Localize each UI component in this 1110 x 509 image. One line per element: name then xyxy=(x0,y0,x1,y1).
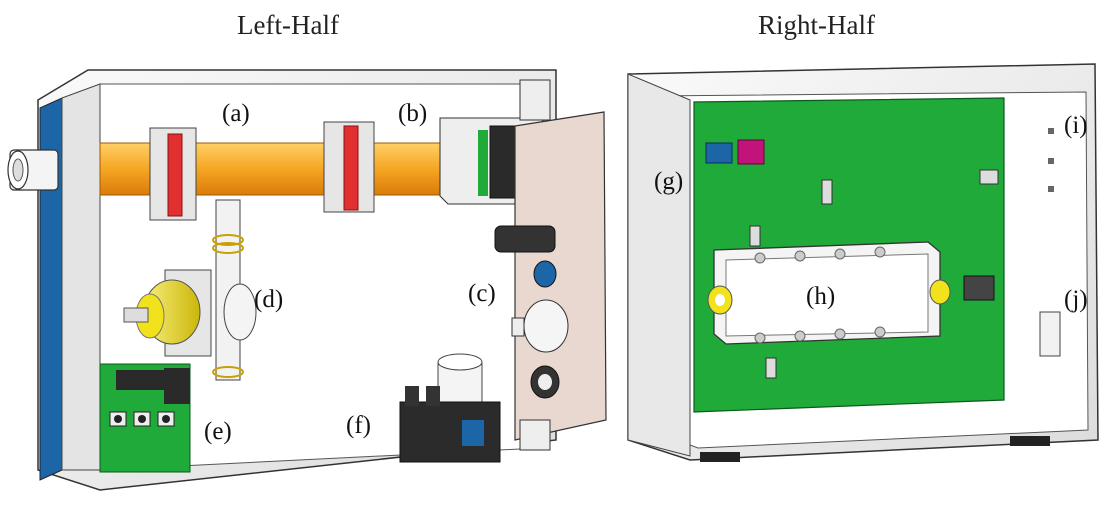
sensor-tube xyxy=(99,121,481,221)
label-j: (j) xyxy=(1064,286,1088,313)
label-b: (b) xyxy=(398,100,428,127)
connector-dark xyxy=(494,225,556,253)
button-pcb xyxy=(99,363,191,473)
flow-connector xyxy=(123,199,257,381)
label-d: (d) xyxy=(254,286,284,313)
left-half-title: Left-Half xyxy=(237,10,339,40)
label-i: (i) xyxy=(1064,112,1088,139)
label-e: (e) xyxy=(204,418,232,445)
label-a: (a) xyxy=(222,100,250,127)
rf-shield-box xyxy=(707,241,951,345)
label-c: (c) xyxy=(468,280,496,307)
inlet-nozzle xyxy=(7,149,59,191)
side-panel xyxy=(494,79,607,451)
right-half-title: Right-Half xyxy=(758,10,875,40)
label-h: (h) xyxy=(806,283,836,310)
label-g: (g) xyxy=(654,168,684,195)
label-f: (f) xyxy=(346,412,371,439)
pump xyxy=(399,353,501,463)
